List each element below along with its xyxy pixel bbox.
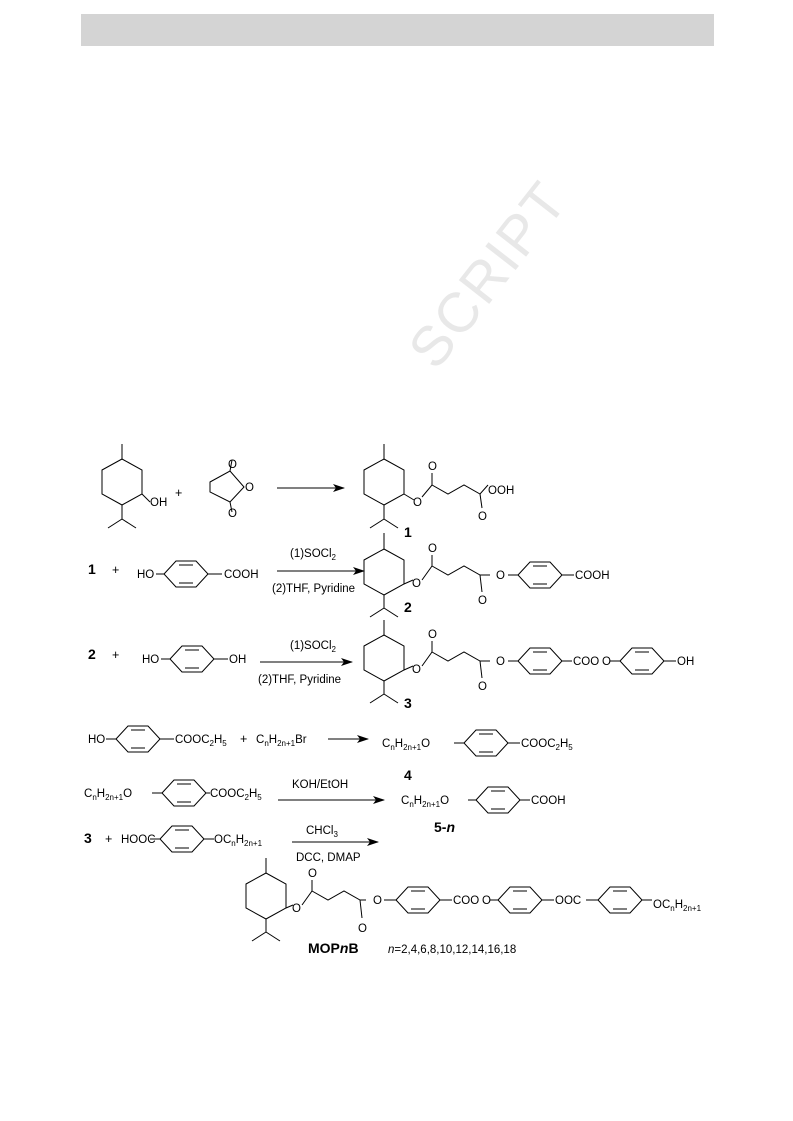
ester-linkage-ooc-7: OOC [555,895,581,907]
acid-carbonyl-oxygen: O [478,511,487,523]
hydroquinone-ring [161,645,228,673]
carbonyl-oxygen-2b: O [478,595,487,607]
carbonyl-oxygen-2a: O [428,543,437,555]
ester-oxygen-2a: O [412,578,421,590]
alkoxybenzoic-acid-ring [150,825,214,853]
anhydride-oxygen-ring: O [245,482,254,494]
compound-2-structure [363,533,574,618]
compound-number-1: 1 [404,524,412,540]
ethyl-ester-ho: HO [88,734,105,746]
compound-5-ring [468,786,530,814]
compound-number-2: 2 [404,599,412,615]
reactant-number-1: 1 [88,561,96,577]
acid-oxygen: O [488,485,497,497]
condition-thf-pyridine: (2)THF, Pyridine [272,583,355,595]
hydroquinone-ho: HO [142,654,159,666]
ethyl-ester-label: COOC2H5 [175,734,227,748]
carbonyl-oxygen-3a: O [428,629,437,641]
alkoxy-suffix-6: OCnH2n+1 [214,834,263,848]
header-bar [81,14,714,46]
condition-dcc-dmap: DCC, DMAP [296,852,361,864]
condition-thf-pyridine-3: (2)THF, Pyridine [258,674,341,686]
ethyl-hydroxybenzoate-ring [106,725,174,753]
compound-number-4: 4 [404,767,412,783]
ester-oxygen-7a: O [292,903,301,915]
ester-oxygen-3a: O [412,664,421,676]
ester-oxygen-1: O [413,497,422,509]
alkoxy-prefix-5n: CnH2n+1O [401,795,449,809]
plus-sign: + [175,486,182,500]
alkoxy-prefix-5: CnH2n+1O [84,788,132,802]
ethyl-ester-label-5: COOC2H5 [210,788,262,802]
product-carboxyl-2: COOH [575,570,610,582]
mopnb-structure [245,858,652,942]
ester-linkage-coo-7: COO [453,895,479,907]
phenol-oh: OH [677,656,694,668]
condition-chcl3: CHCl3 [306,825,338,839]
ester-oxygen-7b: O [373,895,382,907]
menthol-structure [101,444,151,529]
acid-hooc: HOOC [121,834,156,846]
compound-4-ring [454,729,520,757]
plus-sign-3: + [112,648,119,662]
ester-oxygen-3b: O [496,656,505,668]
n-values-label: n=2,4,6,8,10,12,14,16,18 [388,944,516,956]
reactant-number-2: 2 [88,646,96,662]
alkoxy-tail-7: OCnH2n+1 [653,899,702,913]
ester-oxygen-7c: O [482,895,491,907]
carbonyl-oxygen-7a: O [308,868,317,880]
hydroxy-label: HO [137,569,154,581]
compound-number-5n: 5-n [434,819,455,835]
carbonyl-oxygen-3b: O [478,681,487,693]
alkyl-bromide: CnH2n+1Br [256,734,307,748]
condition-socl2-3: (1)SOCl2 [290,640,337,654]
ester-oxygen-2b: O [496,570,505,582]
carbonyl-oxygen-1: O [428,461,437,473]
ester-oxygen-3c: O [602,656,611,668]
product-carboxyl-5: COOH [531,795,566,807]
condition-koh-etoh: KOH/EtOH [292,779,348,791]
anhydride-oxygen-top: O [228,459,237,471]
compound-3-structure [363,620,676,704]
alkoxy-prefix-4: CnH2n+1O [382,738,430,752]
hydroxybenzoic-ring [156,560,222,588]
anhydride-oxygen-bottom: O [228,508,237,520]
reactant-number-3: 3 [84,830,92,846]
ester-linkage-coo: COO [573,656,599,668]
hydroxyl-label: OH [150,497,167,509]
compound-number-3: 3 [404,695,412,711]
carboxyl-label: COOH [224,569,259,581]
product-ethyl-ester-4: COOC2H5 [521,738,573,752]
compound-1-structure [363,444,489,529]
alkoxybenzoate-ring [152,779,210,807]
plus-sign-6: + [105,832,112,846]
carbonyl-oxygen-7b: O [358,923,367,935]
plus-sign-2: + [112,563,119,577]
acid-hydroxyl: OH [497,485,514,497]
condition-socl2: (1)SOCl2 [290,548,337,562]
succinic-anhydride-structure [209,459,245,513]
product-name-mopnb: MOPnB [308,940,359,956]
hydroquinone-oh: OH [229,654,246,666]
plus-sign-4: + [240,732,247,746]
